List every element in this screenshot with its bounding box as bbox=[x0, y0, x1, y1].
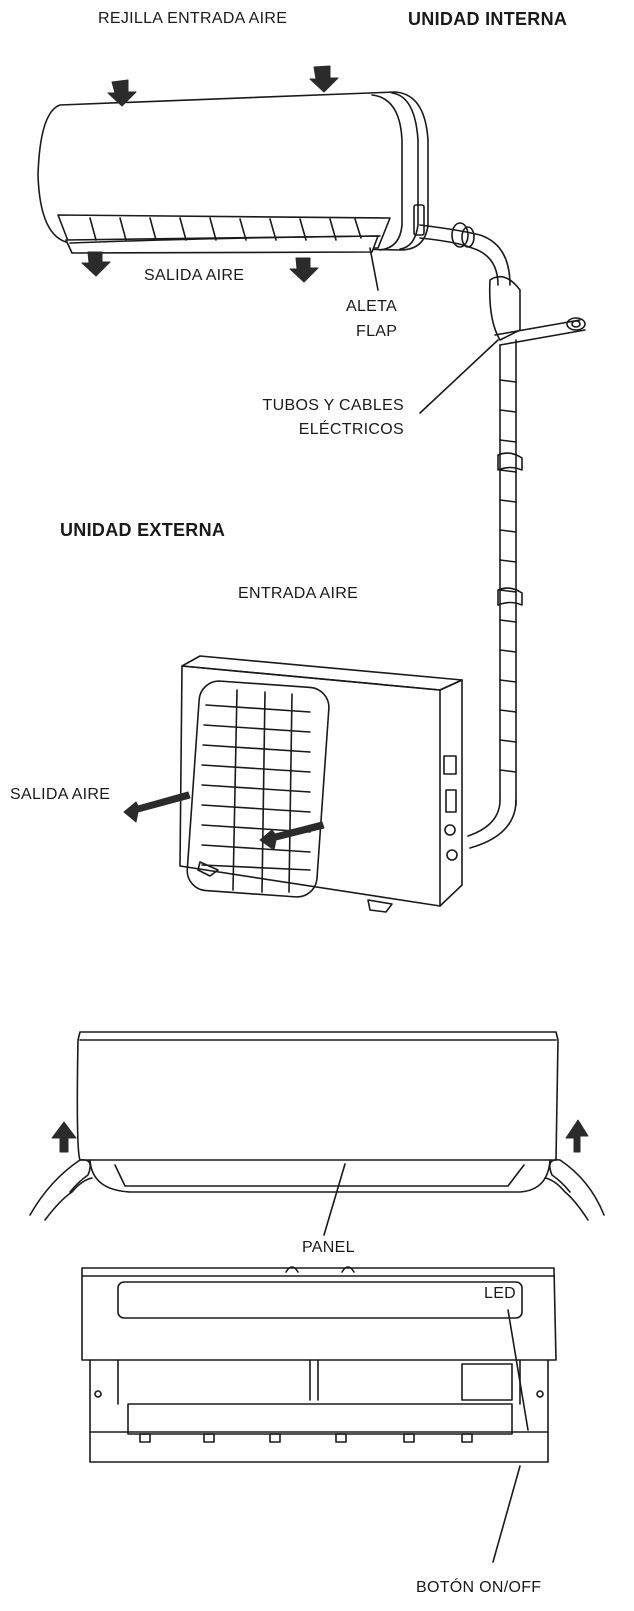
label-entrada-aire: ENTRADA AIRE bbox=[238, 585, 359, 602]
label-led: LED bbox=[484, 1285, 517, 1302]
hands bbox=[29, 1158, 605, 1221]
panel-arrows bbox=[51, 1119, 589, 1153]
label-unidad-interna: UNIDAD INTERNA bbox=[408, 9, 568, 29]
indoor-pipe bbox=[419, 222, 586, 346]
label-aleta: ALETA bbox=[346, 298, 397, 315]
label-electricos: ELÉCTRICOS bbox=[298, 421, 404, 438]
label-boton-on-off: BOTÓN ON/OFF bbox=[416, 1579, 542, 1596]
front-body-drawing bbox=[81, 1266, 557, 1563]
label-salida-aire-interna: SALIDA AIRE bbox=[144, 267, 245, 284]
indoor-unit-drawing bbox=[37, 91, 429, 254]
label-unidad-externa: UNIDAD EXTERNA bbox=[60, 520, 226, 540]
label-rejilla-entrada-aire: REJILLA ENTRADA AIRE bbox=[98, 10, 288, 27]
panel-drawing bbox=[76, 1031, 559, 1236]
outdoor-arrows bbox=[123, 791, 325, 851]
vertical-conduit bbox=[467, 339, 523, 849]
label-salida-aire-externa: SALIDA AIRE bbox=[10, 786, 111, 803]
label-flap: FLAP bbox=[356, 323, 398, 340]
label-tubos-y-cables: TUBOS Y CABLES bbox=[262, 397, 404, 414]
outdoor-unit-drawing bbox=[179, 655, 463, 913]
label-panel: PANEL bbox=[302, 1239, 355, 1256]
indoor-arrows bbox=[81, 65, 339, 283]
